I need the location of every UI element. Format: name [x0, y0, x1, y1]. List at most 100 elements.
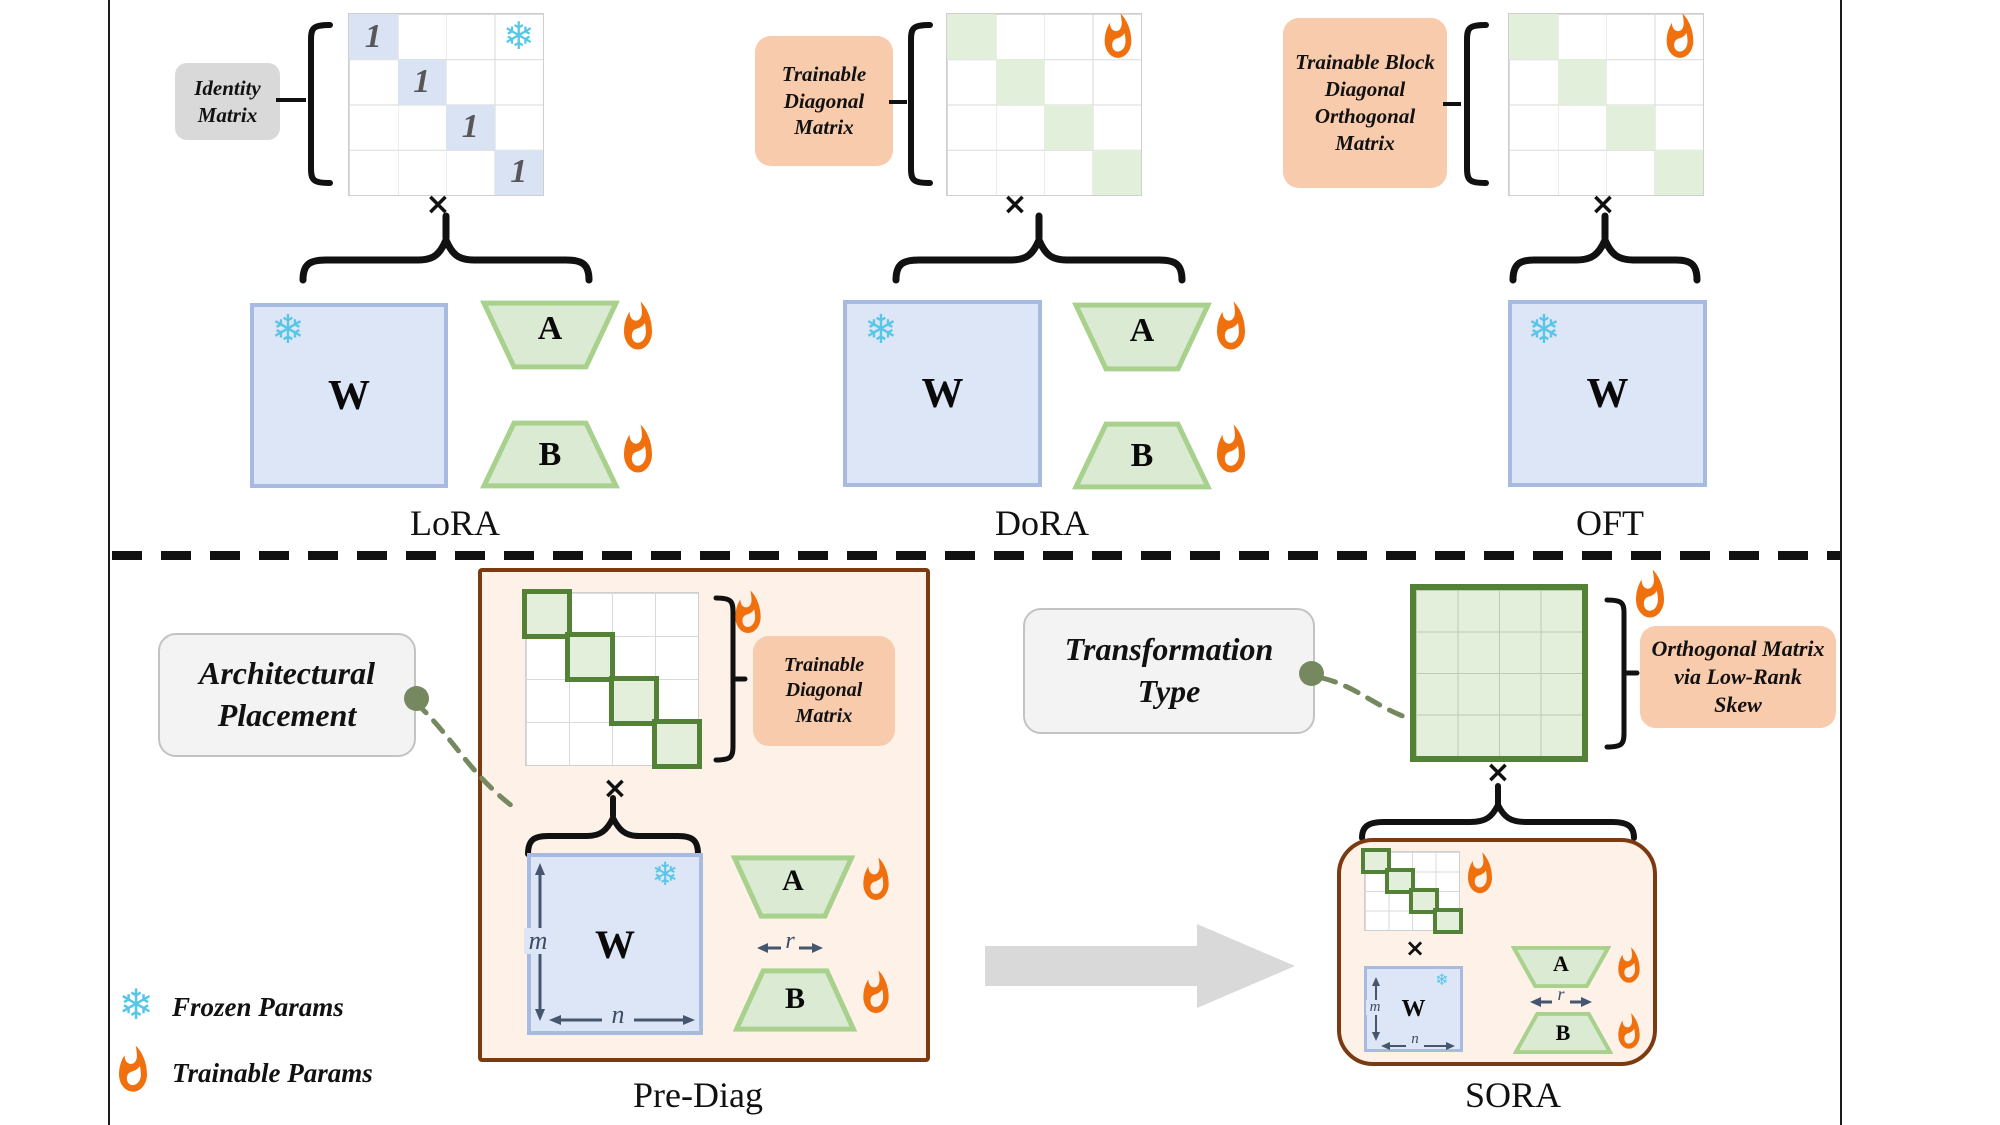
lora-diag-cell: 1: [349, 14, 398, 60]
flame-icon: [1666, 13, 1694, 58]
w-letter: W: [921, 370, 964, 417]
connector-dot: [1299, 661, 1324, 686]
pre-diag-w-matrix: W: [527, 853, 703, 1035]
flame-icon: [1104, 13, 1132, 58]
pre-diag-trainable-diagonal-text: Trainable Diagonal Matrix: [783, 653, 865, 727]
placement-dashed-connector: [413, 700, 519, 812]
one-value: 1: [364, 17, 382, 55]
transformation-type-text: Transformation Type: [1064, 631, 1274, 709]
flame-icon: [119, 1045, 147, 1092]
a-letter: A: [1553, 951, 1569, 976]
flame-icon: [863, 857, 889, 900]
flame-icon: [1618, 947, 1640, 983]
oft-method-label: OFT: [1575, 503, 1644, 543]
architectural-placement-text: Architectural Placement: [198, 655, 375, 733]
left-page-border: [108, 0, 110, 1125]
b-trapezoid-shape: [480, 420, 620, 489]
oft-callout-connector: [1443, 102, 1461, 106]
identity-matrix-callout-text: Identity Matrix: [194, 76, 261, 127]
w-letter: W: [595, 921, 635, 967]
snowflake-glyph: ❄: [1527, 307, 1561, 353]
pre-diag-b-matrix: B: [733, 968, 857, 1032]
snowflake-glyph: ❄: [1435, 970, 1449, 989]
flame-icon: [863, 970, 889, 1013]
r-dimension-arrow: [757, 943, 823, 953]
dora-diag-cell: [1092, 149, 1141, 195]
b-trapezoid-shape: [733, 968, 857, 1032]
dora-b-matrix: B: [1072, 421, 1212, 490]
flame-icon: [1217, 424, 1245, 473]
sora-b-matrix: B: [1513, 1012, 1613, 1054]
a-trapezoid-shape: [1511, 946, 1611, 988]
architectural-placement-callout: Architectural Placement: [158, 633, 416, 757]
b-trapezoid-shape: [1072, 421, 1212, 490]
r-rank-label: r: [1557, 984, 1565, 1004]
oft-w-matrix: W: [1508, 300, 1707, 487]
a-trapezoid-shape: [480, 300, 620, 370]
flame-icon: [1468, 852, 1492, 894]
pre-diag-matrix-bracket: [713, 595, 748, 763]
b-letter: B: [538, 436, 562, 473]
dora-diag-cell: [995, 59, 1044, 105]
right-page-border: [1840, 0, 1842, 1125]
pre-diag-a-matrix: A: [731, 855, 855, 919]
pre-diag-trainable-diagonal-callout: Trainable Diagonal Matrix: [753, 636, 895, 746]
block-diagonal-orthogonal-callout-text: Trainable Block Diagonal Orthogonal Matr…: [1295, 50, 1435, 155]
dora-a-matrix: A: [1072, 302, 1212, 372]
sora-brace: [1359, 783, 1637, 841]
oft-diag-cell: [1557, 59, 1606, 105]
snowflake-glyph: ❄: [864, 307, 898, 353]
snowflake-icon: ❄: [495, 14, 544, 59]
type-dashed-connector: [1319, 675, 1411, 721]
flame-icon: [1217, 301, 1245, 350]
lora-b-matrix: B: [480, 420, 620, 489]
lora-a-matrix: A: [480, 300, 620, 370]
lora-w-matrix: W: [250, 303, 448, 488]
snowflake-icon: ❄: [112, 984, 160, 1026]
oft-diag-cell: [1606, 104, 1655, 150]
n-dimension-label: n: [1406, 1032, 1424, 1047]
orthogonal-skew-text: Orthogonal Matrix via Low-Rank Skew: [1651, 635, 1825, 718]
snowflake-icon: ❄: [266, 310, 310, 350]
pre-diag-green-diag-cell: [609, 676, 659, 726]
trainable-diagonal-callout: Trainable Diagonal Matrix: [755, 36, 893, 166]
b-letter: B: [1130, 437, 1154, 474]
pre-diag-method-label: Pre-Diag: [633, 1075, 763, 1115]
orthogonal-skew-callout: Orthogonal Matrix via Low-Rank Skew: [1640, 626, 1836, 728]
lora-identity-matrix: 1 1 1 1 ❄: [348, 13, 544, 196]
r-dimension-arrow: [1530, 997, 1592, 1007]
a-letter: A: [782, 864, 804, 897]
flame-icon: [624, 424, 652, 473]
b-letter: B: [1555, 1020, 1571, 1045]
lora-matrix-bracket: [308, 22, 333, 186]
oft-matrix-bracket: [1464, 22, 1489, 186]
sora-matrix-bracket: [1604, 597, 1640, 750]
lora-diag-cell: 1: [397, 59, 446, 105]
trainable-params-legend: Trainable Params: [172, 1058, 373, 1088]
dora-matrix-bracket: [908, 22, 933, 186]
snowflake-icon: ❄: [1522, 310, 1566, 350]
lora-brace: [299, 212, 593, 284]
pre-diag-green-diag-cell: [522, 589, 572, 639]
dora-brace: [892, 212, 1186, 284]
dora-callout-connector: [889, 100, 907, 104]
sora-method-label: SORA: [1464, 1075, 1562, 1115]
sora-green-diag-cell: [1433, 908, 1463, 934]
snowflake-glyph: ❄: [502, 14, 535, 58]
frozen-params-legend: Frozen Params: [172, 992, 344, 1022]
one-value: 1: [413, 62, 431, 100]
n-dimension-label: n: [602, 1002, 634, 1028]
w-letter: W: [1586, 370, 1629, 417]
transformation-type-callout: Transformation Type: [1023, 608, 1315, 734]
a-trapezoid-shape: [1072, 302, 1212, 372]
sora-green-diag-cell: [1361, 848, 1391, 874]
dora-method-label: DoRA: [994, 503, 1089, 543]
lora-method-label: LoRA: [410, 503, 500, 543]
a-letter: A: [1129, 312, 1155, 349]
identity-matrix-callout: Identity Matrix: [175, 63, 280, 140]
r-rank-label: r: [785, 928, 795, 954]
pre-diag-green-diag-cell: [565, 632, 615, 682]
snowflake-glyph: ❄: [118, 980, 154, 1029]
sora-w-matrix: W: [1364, 966, 1463, 1052]
